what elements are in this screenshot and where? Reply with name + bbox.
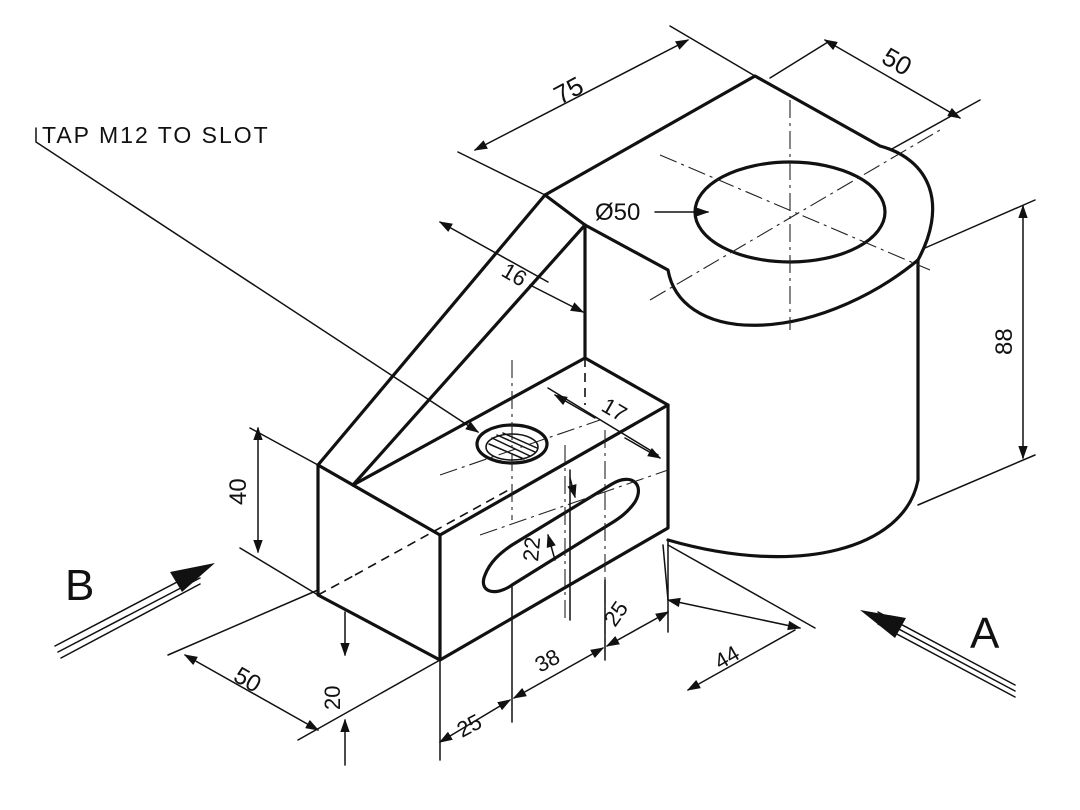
hidden-lines	[317, 358, 586, 596]
rib-outer-edge	[316, 193, 547, 467]
dimension-lines	[35, 25, 1036, 766]
dim-rib-thickness: 16	[498, 258, 532, 292]
dim-block-to-cylinder: 44	[710, 640, 744, 674]
view-arrow-a-head	[860, 610, 906, 638]
dim-slot-start: 25	[453, 709, 486, 743]
dim-slot-end: 25	[599, 596, 634, 630]
dim-cylinder-height: 88	[991, 328, 1018, 355]
view-arrow-a	[860, 610, 1016, 698]
dim-top-length: 75	[549, 70, 589, 110]
tap-note: TAP M12 TO SLOT	[42, 122, 270, 148]
block-front-face	[438, 403, 670, 662]
block-left-face	[316, 463, 442, 662]
view-arrow-b-head	[170, 563, 215, 592]
dim-slot-width: 22	[518, 536, 545, 563]
cylinder-top-face	[543, 74, 935, 327]
dim-block-height: 40	[225, 478, 252, 505]
dim-bore-diameter: Ø50	[595, 199, 640, 226]
dim-top-width: 50	[877, 41, 917, 81]
object-outline	[316, 74, 935, 662]
view-label-a: A	[970, 609, 1000, 658]
slot-outline	[481, 477, 641, 594]
view-arrow-b	[54, 563, 215, 659]
cylinder-bottom-arc	[666, 478, 920, 559]
note-leader-line	[35, 127, 480, 433]
tapped-hole-thread-lines	[488, 432, 538, 460]
rib-inner-edge	[351, 223, 587, 487]
dim-slot-height-offset: 20	[320, 686, 345, 710]
center-lines	[439, 100, 941, 650]
dim-block-depth: 50	[229, 662, 266, 699]
view-label-b: B	[65, 561, 94, 610]
block-top-face	[316, 356, 670, 537]
